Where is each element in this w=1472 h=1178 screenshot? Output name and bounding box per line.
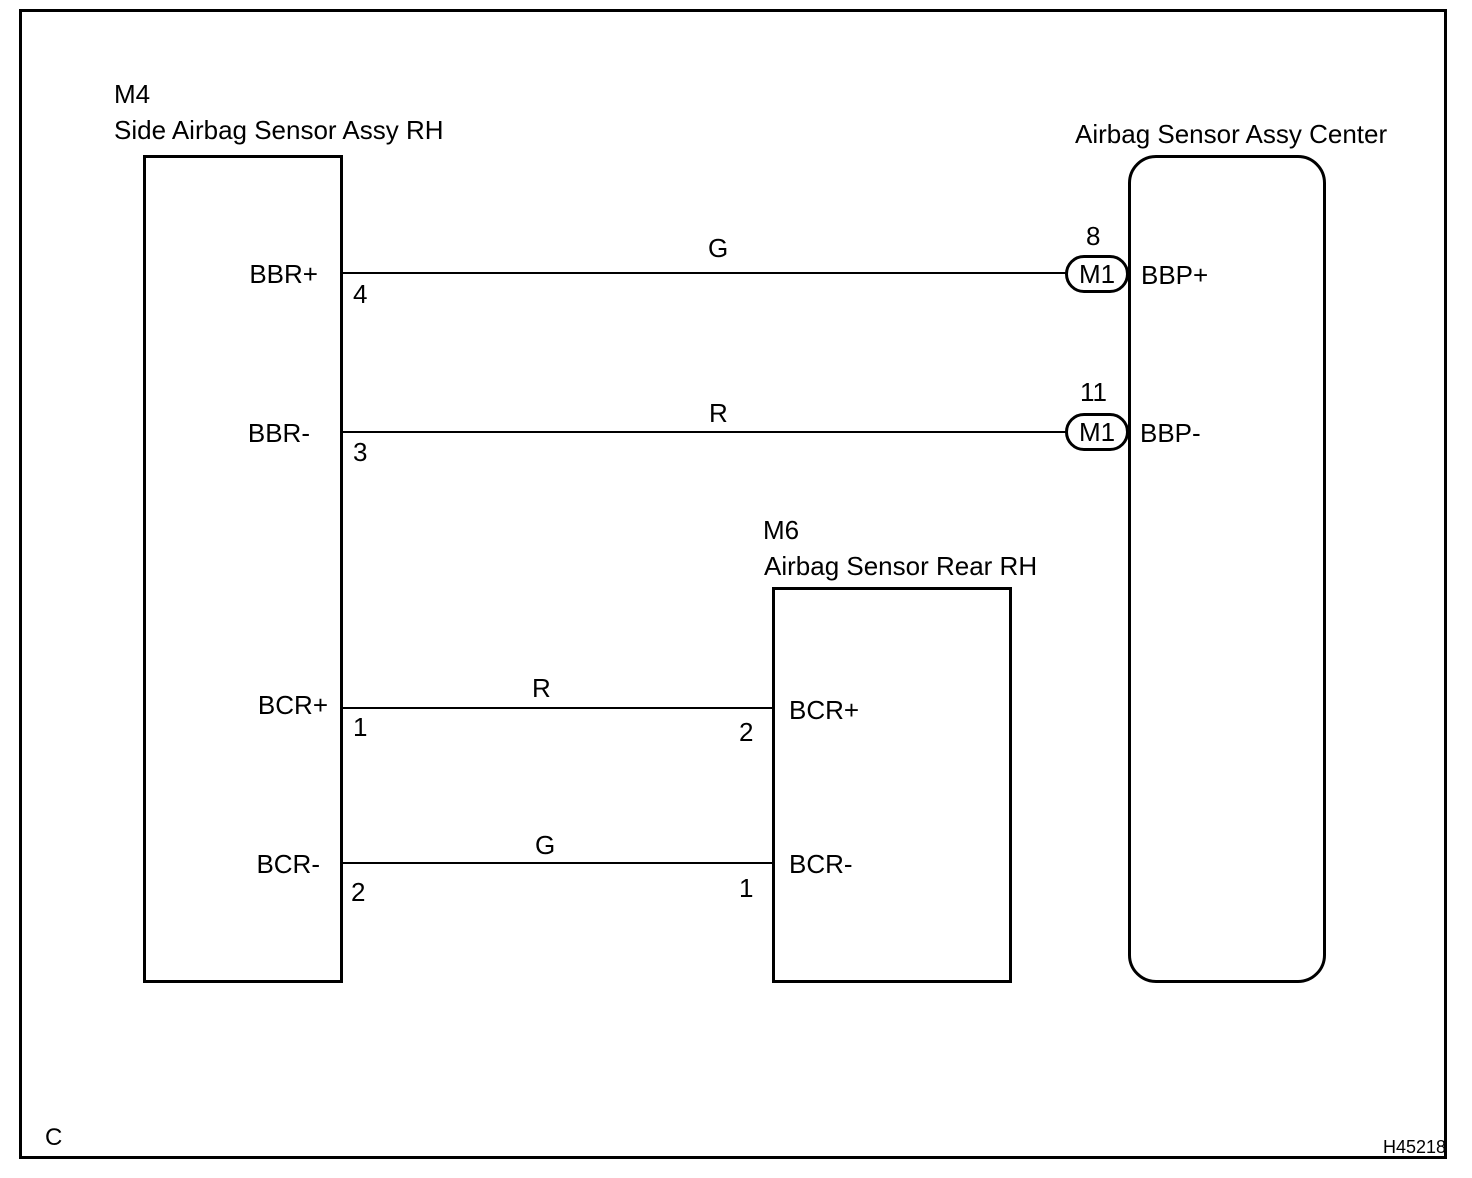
m4-pin-bbr-plus-label: BBR+ — [249, 259, 318, 289]
m4-pin-bbr-minus-label: BBR- — [247, 418, 310, 448]
m4-pin-bcr-minus-number: 2 — [351, 877, 366, 907]
wire-color-r-top: R — [709, 398, 728, 428]
wire-bbr-plus-to-bbp-plus — [343, 272, 1067, 274]
m4-pin-bcr-minus-label: BCR- — [256, 849, 320, 879]
wire-color-r-bottom: R — [532, 673, 551, 703]
center-connector-m1-bottom: M1 — [1065, 413, 1129, 451]
wire-bcr-plus — [343, 707, 773, 709]
m6-pin-bcr-plus-label: BCR+ — [789, 695, 860, 725]
m6-title: Airbag Sensor Rear RH — [764, 551, 1038, 581]
m4-pin-bcr-plus-number: 1 — [353, 712, 368, 742]
m6-pin-bcr-plus-number: 2 — [739, 717, 754, 747]
m6-code: M6 — [763, 515, 800, 545]
center-component-box — [1128, 155, 1326, 983]
center-title: Airbag Sensor Assy Center — [1075, 119, 1388, 149]
m6-pin-bcr-minus-number: 1 — [739, 873, 754, 903]
m4-pin-bbr-plus-number: 4 — [353, 279, 368, 309]
m4-title: Side Airbag Sensor Assy RH — [114, 115, 444, 145]
m6-pin-bcr-minus-label: BCR- — [789, 849, 853, 879]
m6-component-box — [772, 587, 1012, 983]
m4-code: M4 — [114, 79, 151, 109]
wire-color-g-bottom: G — [535, 830, 556, 860]
center-connector-m1-top: M1 — [1065, 255, 1129, 293]
center-pin-bbp-plus-label: BBP+ — [1141, 260, 1209, 290]
diagram-frame — [19, 9, 1447, 1159]
m4-pin-bbr-minus-number: 3 — [353, 437, 368, 467]
footer-left-mark: C — [45, 1124, 63, 1151]
center-pin-bbp-plus-number: 8 — [1086, 221, 1101, 251]
wire-color-g-top: G — [708, 233, 729, 263]
m4-component-box — [143, 155, 343, 983]
m4-pin-bcr-plus-label: BCR+ — [257, 690, 328, 720]
figure-id: H45218 — [1383, 1137, 1447, 1157]
wire-bbr-minus-to-bbp-minus — [343, 431, 1067, 433]
wire-bcr-minus — [343, 862, 773, 864]
center-pin-bbp-minus-number: 11 — [1080, 377, 1107, 407]
center-pin-bbp-minus-label: BBP- — [1140, 418, 1201, 448]
